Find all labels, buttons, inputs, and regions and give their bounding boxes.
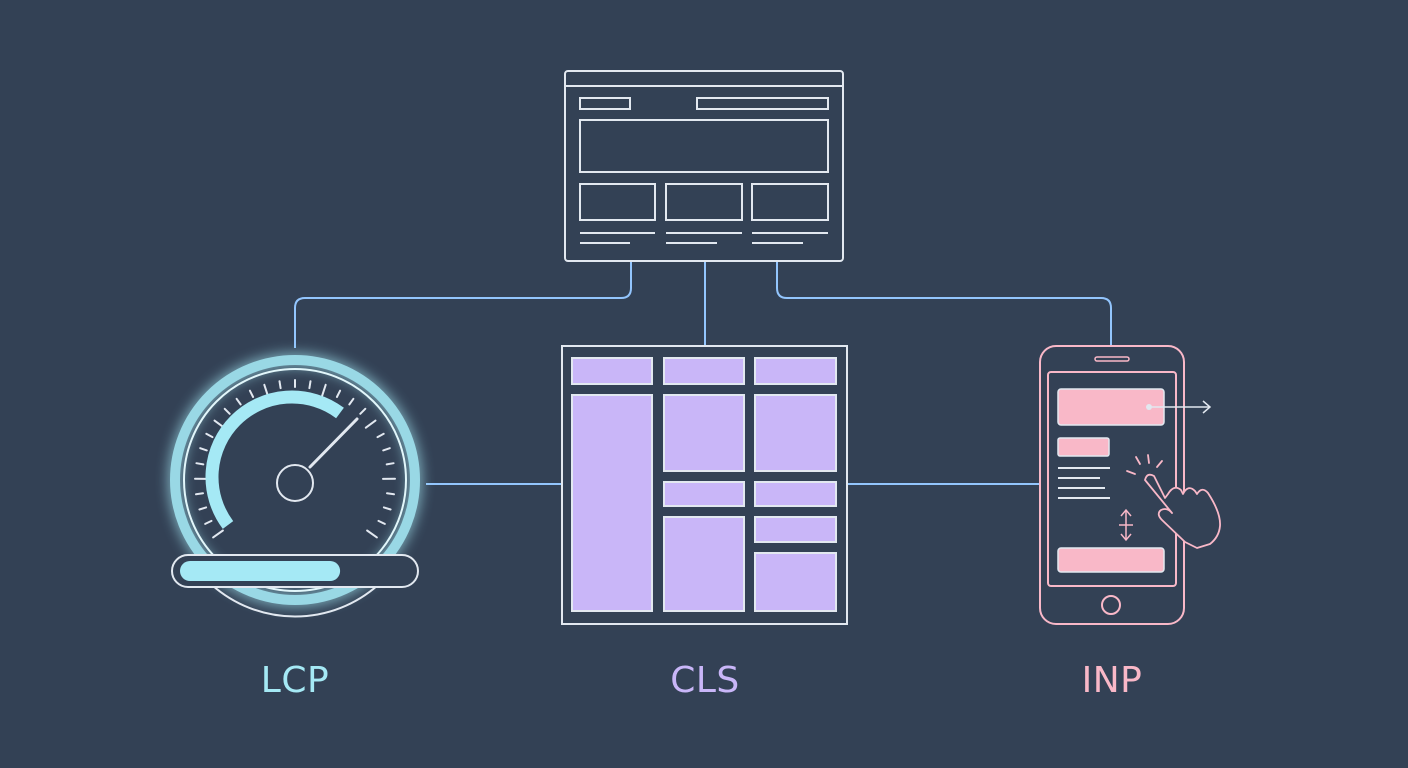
gauge-tick xyxy=(382,506,392,511)
gauge-tick xyxy=(199,447,208,452)
grid-block xyxy=(571,357,653,385)
tap-hand-icon xyxy=(1126,454,1221,549)
connector-page-to-lcp xyxy=(294,262,632,348)
gauge-hub xyxy=(276,464,314,502)
gauge-fill-arc xyxy=(205,390,344,529)
webpage-wireframe-icon xyxy=(564,70,844,262)
gauge-tick xyxy=(321,383,327,398)
gauge-tick xyxy=(195,492,204,496)
gauge-tick xyxy=(359,407,367,415)
smartphone-icon xyxy=(1039,345,1221,625)
phone-speaker xyxy=(1094,356,1130,362)
gauge-tick xyxy=(366,529,378,539)
grid-frame xyxy=(561,345,848,625)
gauge-tick xyxy=(204,519,213,525)
scroll-arrows-icon xyxy=(1119,508,1133,542)
connector-page-to-inp xyxy=(776,262,1112,346)
layout-grid-icon xyxy=(561,345,848,625)
gauge-needle xyxy=(308,417,359,469)
gauge-tick xyxy=(308,380,312,390)
gauge-tick xyxy=(223,407,231,415)
progress-fill xyxy=(180,561,341,581)
grid-block xyxy=(663,357,745,385)
phone-button-secondary xyxy=(1057,547,1165,573)
tap-dot xyxy=(1146,404,1152,410)
grid-blocks xyxy=(571,357,837,612)
grid-block xyxy=(571,394,653,612)
gauge-tick xyxy=(205,432,214,439)
gauge-tick xyxy=(212,529,224,539)
grid-block xyxy=(663,516,745,612)
grid-block xyxy=(754,357,837,385)
phone-screen xyxy=(1047,371,1177,587)
swipe-arrow-head xyxy=(1202,400,1212,414)
phone-body xyxy=(1039,345,1185,625)
gauge-tick xyxy=(385,462,395,466)
phone-home-button xyxy=(1101,595,1121,615)
grid-block xyxy=(663,394,745,472)
cls-label: CLS xyxy=(670,660,740,701)
inp-label: INP xyxy=(1081,660,1143,701)
gauge-tick xyxy=(335,389,342,398)
gauge-tick xyxy=(376,432,385,439)
connector-lines xyxy=(294,262,1112,485)
gauge-tick xyxy=(377,519,386,525)
gauge-ticks xyxy=(194,379,396,539)
grid-block xyxy=(754,552,837,612)
gauge-tick xyxy=(278,380,282,390)
gauge-tick xyxy=(235,397,242,406)
grid-block xyxy=(754,394,837,472)
gauge-tick xyxy=(198,506,208,511)
gauge-tick xyxy=(386,492,395,496)
gauge-tick xyxy=(248,389,255,398)
grid-block xyxy=(663,481,745,507)
gauge-tick xyxy=(364,419,377,429)
grid-block xyxy=(754,516,837,543)
speedometer-icon xyxy=(170,355,420,618)
gauge-tick xyxy=(382,447,391,452)
grid-block xyxy=(754,481,837,507)
gauge-tick xyxy=(348,397,355,406)
gauge-bottom-arc xyxy=(211,584,379,618)
phone-chip xyxy=(1057,437,1110,457)
lcp-label: LCP xyxy=(260,660,330,701)
gauge-tick xyxy=(195,462,205,466)
